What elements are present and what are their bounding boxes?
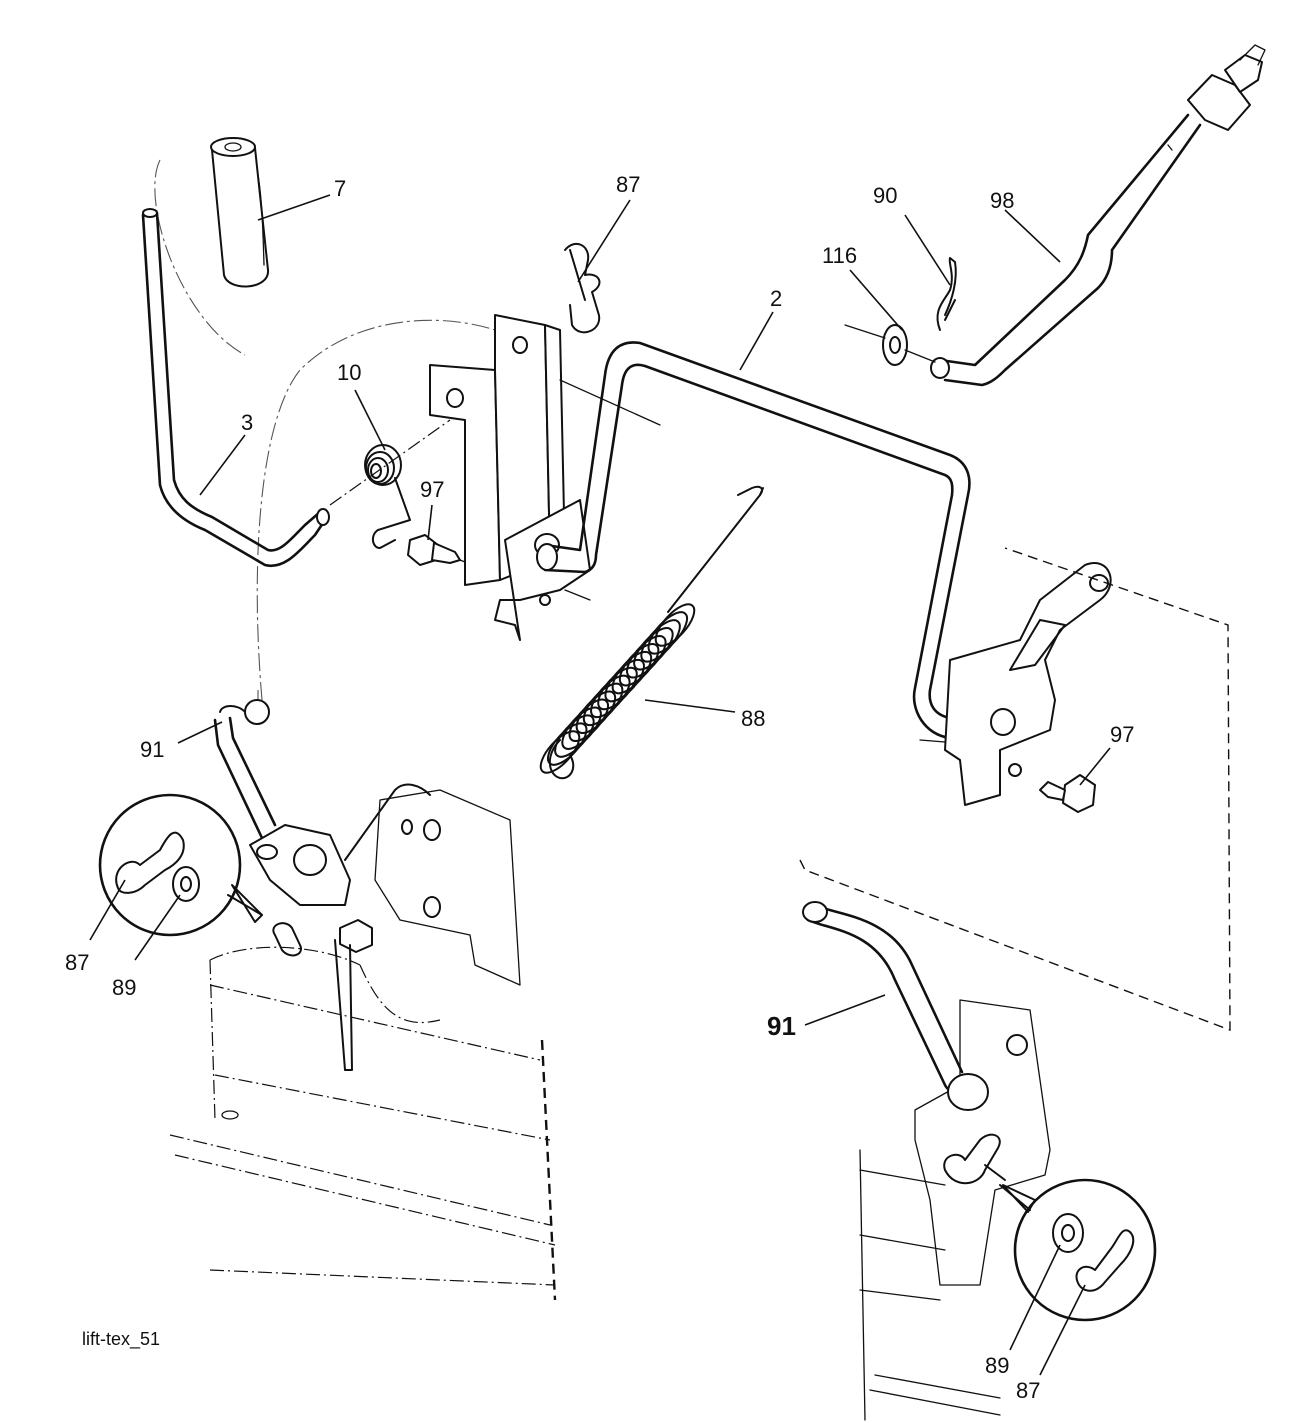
callout-7: 7 [334, 176, 346, 201]
callout-87-right: 87 [1016, 1378, 1040, 1403]
leader-91-right [804, 994, 886, 1026]
spring-coil [633, 627, 674, 671]
part-98-lift-link [930, 44, 1266, 387]
part-2-lift-shaft [536, 341, 971, 740]
leader-91-left [177, 721, 223, 744]
part-97-bolt-right [1039, 774, 1096, 813]
right-bracket [919, 562, 1112, 806]
leader-2 [739, 311, 774, 371]
callout-89-left: 89 [112, 975, 136, 1000]
leader-87-left [89, 879, 126, 941]
callout-89-right: 89 [985, 1353, 1009, 1378]
spring-coil [647, 611, 689, 655]
spring-coil [582, 682, 624, 727]
callout-116: 116 [822, 243, 857, 268]
callout-98: 98 [990, 188, 1014, 213]
spring-coil [654, 603, 696, 647]
right-lower-assembly [799, 547, 1231, 1421]
leader-10 [354, 389, 386, 451]
callout-87-left: 87 [65, 950, 89, 975]
diagram-caption: lift-tex_51 [82, 1329, 160, 1350]
spring-coil [561, 706, 602, 750]
leader-97-left [427, 504, 433, 541]
callout-91-right: 91 [767, 1011, 796, 1041]
part-116-washer [844, 324, 936, 366]
spring-coil [539, 730, 581, 774]
spring-coil [575, 690, 617, 734]
spring-coil [626, 635, 667, 679]
center-bracket [429, 314, 661, 641]
leader-88 [644, 699, 736, 713]
deck-housing-left [169, 946, 557, 1301]
callout-97-left: 97 [420, 477, 444, 502]
leader-lines [89, 194, 1111, 1376]
leader-98 [1004, 209, 1061, 263]
callout-3: 3 [241, 410, 253, 435]
spring-coil [568, 698, 610, 742]
part-97-bolt-left [407, 534, 481, 569]
callout-10: 10 [337, 360, 361, 385]
callout-90: 90 [873, 183, 897, 208]
spring-coil [554, 714, 595, 758]
leader-97-right [1079, 747, 1111, 786]
spring-coil [640, 619, 681, 663]
part-88-extension-spring [539, 485, 764, 780]
part-90-clip [936, 257, 957, 331]
leader-116 [849, 269, 903, 331]
left-lower-assembly [213, 699, 521, 1071]
part-7-grip [210, 137, 270, 288]
leader-89-left [134, 894, 181, 961]
callout-87-top: 87 [616, 172, 640, 197]
leader-3 [199, 434, 246, 496]
phantom-lines [154, 159, 521, 701]
callout-97-right: 97 [1110, 722, 1134, 747]
part-87-clip-top [564, 242, 601, 334]
detail-circle-right [999, 1178, 1157, 1322]
callout-88: 88 [741, 706, 765, 731]
part-3-lift-handle [141, 208, 330, 568]
spring-coil [590, 674, 631, 719]
spring-coil [611, 650, 653, 695]
leader-89-right [1009, 1244, 1061, 1351]
spring-coil [597, 666, 638, 711]
spring-coil [604, 658, 645, 703]
spring-coil [618, 643, 660, 687]
leader-87-top [577, 199, 631, 283]
leader-90 [904, 214, 951, 286]
detail-circle-left [98, 793, 263, 937]
leader-87-right [1039, 1284, 1086, 1376]
callout-labels: 7 87 90 98 116 2 10 3 97 88 97 91 87 89 … [65, 172, 1134, 1403]
leader-7 [257, 194, 331, 221]
callout-91-left: 91 [140, 737, 164, 762]
callout-2: 2 [770, 286, 782, 311]
